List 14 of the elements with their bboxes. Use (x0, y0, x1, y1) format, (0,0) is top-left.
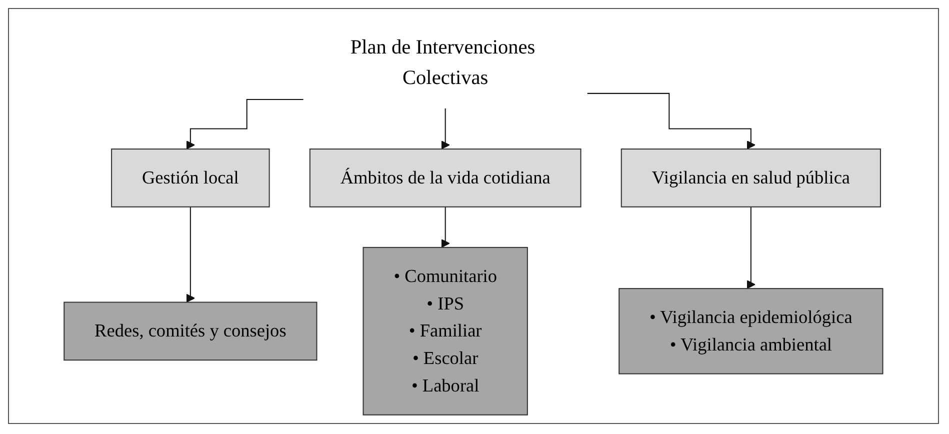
arrow (587, 92, 756, 150)
node-text: Plan de Intervenciones Colectivas (350, 36, 536, 90)
node-box (620, 148, 882, 208)
arrow (440, 206, 450, 248)
node-box (362, 246, 528, 416)
node-box (111, 148, 270, 208)
node-box (64, 302, 318, 361)
diagram-frame: Plan de Intervenciones Colectivas Gestión local Ámbitos de la vida cotidiana Vigilancia en salud pública Redes, comités y consejos • Comunitario • IPS • Familiar • Escolar • Laboral • Vigilancia epidemiológica • Vigilancia ambiental (8, 8, 939, 424)
node-box (309, 148, 582, 208)
arrow (186, 206, 195, 303)
arrow (746, 206, 756, 289)
node-box (618, 288, 884, 374)
arrow (186, 99, 304, 150)
arrow (440, 108, 450, 150)
